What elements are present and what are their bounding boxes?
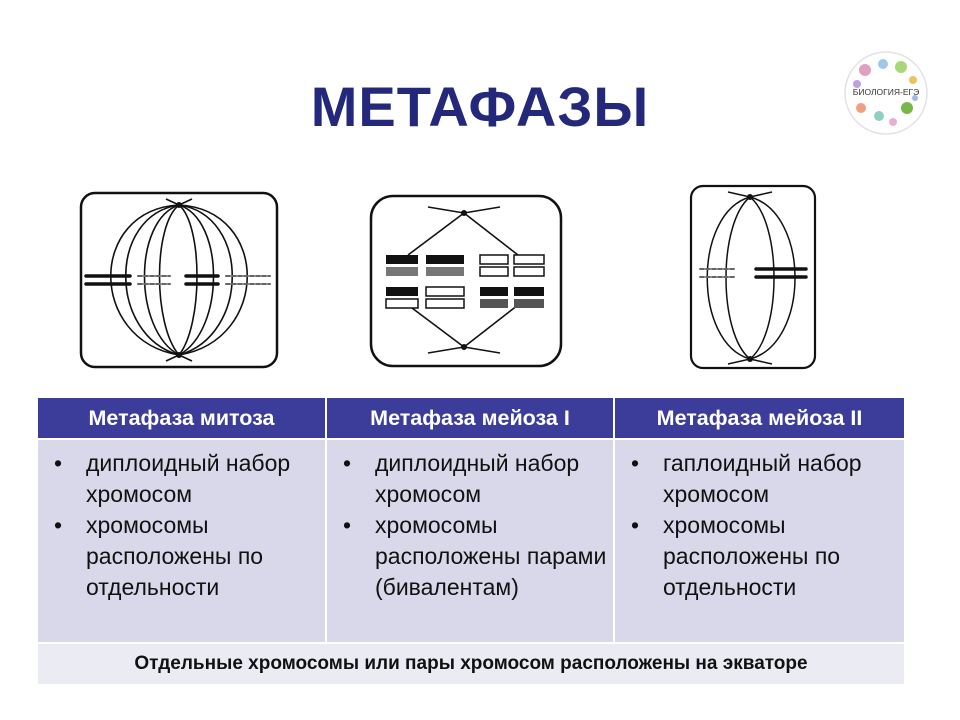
mitosis-cell: диплоидный набор хромосом хромосомы расп… <box>38 438 327 643</box>
slide-title: МЕТАФАЗЫ <box>310 75 650 138</box>
table-body-row: диплоидный набор хромосом хромосомы расп… <box>38 438 904 643</box>
table-footer-row: Отдельные хромосомы или пары хромосом ра… <box>38 642 904 684</box>
list-item: хромосомы расположены по отдельности <box>48 510 319 603</box>
logo-text: БИОЛОГИЯ-ЕГЭ <box>853 87 919 97</box>
list-item: хромосомы расположены по отдельности <box>625 510 898 603</box>
list-item: гаплоидный набор хромосом <box>625 448 898 510</box>
footer-note: Отдельные хромосомы или пары хромосом ра… <box>38 642 904 684</box>
meiosis-2-metaphase-diagram <box>689 184 817 370</box>
list-item: хромосомы расположены парами (бивалентам… <box>337 510 607 603</box>
meiosis-2-cell: гаплоидный набор хромосом хромосомы расп… <box>614 438 904 643</box>
mitosis-metaphase-diagram <box>79 191 279 369</box>
header-meiosis-2: Метафаза мейоза II <box>614 398 904 439</box>
meiosis-1-metaphase-diagram <box>369 194 563 368</box>
biology-exam-logo: БИОЛОГИЯ-ЕГЭ <box>844 51 928 135</box>
metaphase-comparison-table: Метафаза митоза Метафаза мейоза I Метафа… <box>38 398 904 684</box>
header-meiosis-1: Метафаза мейоза I <box>326 398 615 439</box>
table-header-row: Метафаза митоза Метафаза мейоза I Метафа… <box>38 398 904 439</box>
meiosis-1-cell: диплоидный набор хромосом хромосомы расп… <box>326 438 615 643</box>
list-item: диплоидный набор хромосом <box>337 448 607 510</box>
header-mitosis: Метафаза митоза <box>38 398 327 439</box>
list-item: диплоидный набор хромосом <box>48 448 319 510</box>
